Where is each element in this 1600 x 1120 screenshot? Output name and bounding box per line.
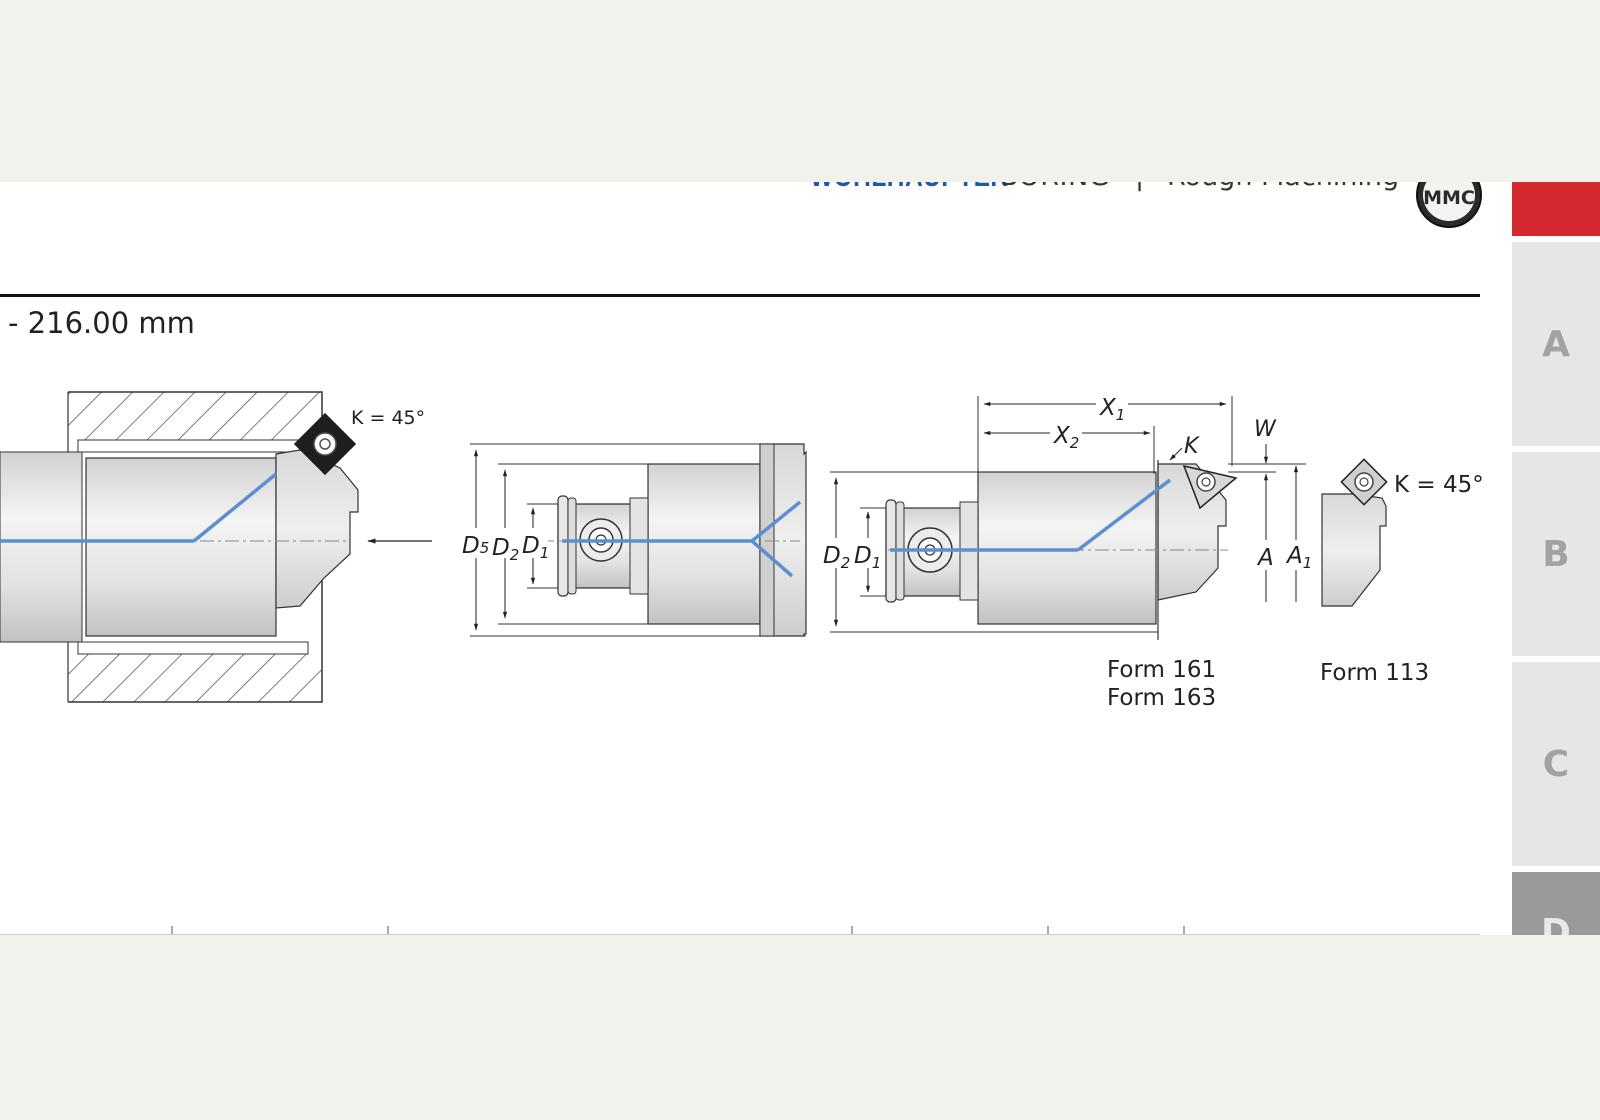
fig4-angle-label: K = 45° bbox=[1394, 472, 1484, 498]
form-161-label: Form 161 bbox=[1107, 657, 1216, 683]
tab-c-label: C bbox=[1542, 743, 1570, 785]
brand-logo: WOHLHAUPTER bbox=[810, 182, 1009, 194]
fig3-k-label: K bbox=[1184, 434, 1200, 459]
figure-boring-head: D5 D2 D1 bbox=[458, 443, 807, 637]
tab-a-label: A bbox=[1542, 323, 1570, 365]
table-top-rule bbox=[0, 934, 1480, 935]
technical-drawing: K = 45° bbox=[0, 390, 1484, 934]
tab-b[interactable]: B bbox=[1512, 452, 1600, 656]
active-section-marker bbox=[1512, 182, 1600, 236]
triangle-insert-icon bbox=[1182, 464, 1238, 510]
figure-form-113: K = 45° Form 113 bbox=[1320, 458, 1484, 686]
fig2-d1-label: D1 bbox=[522, 533, 549, 562]
form-113-label: Form 113 bbox=[1320, 660, 1429, 686]
fig3-a-label: A bbox=[1256, 545, 1274, 571]
fig3-a1-label: A1 bbox=[1285, 543, 1312, 572]
fig3-x2-label: X2 bbox=[1053, 423, 1079, 452]
square-insert-icon bbox=[1340, 458, 1388, 506]
index-tabs: A B C D bbox=[1512, 182, 1600, 935]
fig3-d1-label: D1 bbox=[854, 543, 881, 572]
subsection-name: Rough Machining bbox=[1167, 182, 1399, 192]
fig3-d2-label: D2 bbox=[823, 543, 850, 572]
fig2-d2-label: D2 bbox=[492, 535, 519, 564]
form-163-label: Form 163 bbox=[1107, 685, 1216, 711]
catalog-page: K = 45° bbox=[0, 182, 1600, 935]
mmc-logo-text: MMC bbox=[1423, 187, 1475, 209]
tab-d-label: D bbox=[1541, 912, 1571, 935]
fig3-w-label: W bbox=[1254, 417, 1277, 442]
figure-boring-head-insert: X1 X2 K W A A1 D2 D1 Form 161 bbox=[822, 390, 1320, 711]
tab-b-label: B bbox=[1542, 533, 1570, 575]
square-insert-icon bbox=[293, 412, 357, 476]
tab-a[interactable]: A bbox=[1512, 242, 1600, 446]
mmc-logo: MMC bbox=[1416, 182, 1482, 228]
table-top-ticks bbox=[171, 926, 1185, 934]
tab-c[interactable]: C bbox=[1512, 662, 1600, 866]
catalog-header: WOHLHAUPTER BORING | Rough Machining bbox=[810, 182, 1490, 220]
fig3-x1-label: X1 bbox=[1099, 395, 1125, 424]
fig1-angle-label: K = 45° bbox=[351, 407, 425, 429]
figure-bore-section: K = 45° bbox=[0, 391, 432, 703]
header-separator: | bbox=[1135, 182, 1144, 192]
tab-d[interactable]: D bbox=[1512, 872, 1600, 935]
header-rule bbox=[0, 294, 1480, 297]
section-name: BORING bbox=[1000, 182, 1110, 192]
diameter-range-text: - 216.00 mm bbox=[8, 306, 195, 340]
fig2-d5-label: D5 bbox=[462, 533, 489, 559]
